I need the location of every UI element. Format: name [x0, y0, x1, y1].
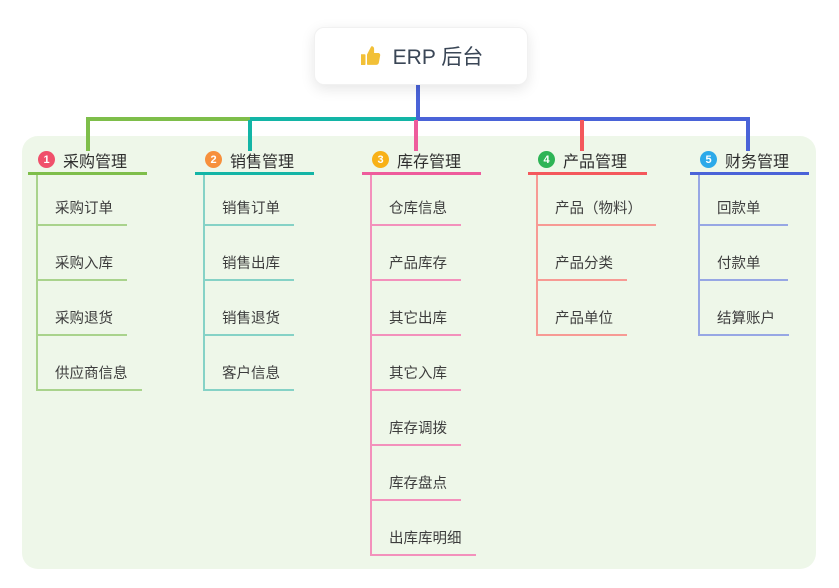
branch-5: 5 财务管理回款单付款单结算账户: [690, 147, 809, 336]
root-stem-line: [416, 82, 420, 121]
branch-item-node[interactable]: 产品分类: [538, 226, 627, 281]
branch-title-label: 销售管理: [230, 153, 295, 171]
branch-title-label: 库存管理: [397, 153, 462, 171]
branch-title-node[interactable]: 3 库存管理: [362, 147, 481, 175]
branch-title-node[interactable]: 4 产品管理: [528, 147, 647, 175]
branch-2: 2 销售管理销售订单销售出库销售退货客户信息: [195, 147, 314, 391]
branch-item-node[interactable]: 采购入库: [38, 226, 127, 281]
branch-title-node[interactable]: 2 销售管理: [195, 147, 314, 175]
branch-4: 4 产品管理产品（物料）产品分类产品单位: [528, 147, 656, 336]
branch-3: 3 库存管理仓库信息产品库存其它出库其它入库库存调拨库存盘点出库库明细: [362, 147, 481, 556]
connector-drop-branch-1: [86, 120, 90, 151]
branch-item-node[interactable]: 产品库存: [372, 226, 461, 281]
branch-item-node[interactable]: 采购订单: [38, 175, 127, 226]
branch-item-node[interactable]: 其它出库: [372, 281, 461, 336]
branch-item-list: 回款单付款单结算账户: [698, 175, 809, 336]
branch-1: 1 采购管理采购订单采购入库采购退货供应商信息: [28, 147, 147, 391]
root-node-label: ERP 后台: [392, 46, 484, 69]
branch-item-node[interactable]: 产品单位: [538, 281, 627, 336]
branch-item-list: 采购订单采购入库采购退货供应商信息: [36, 175, 147, 391]
branch-item-node[interactable]: 库存调拨: [372, 391, 461, 446]
branch-item-node[interactable]: 其它入库: [372, 336, 461, 391]
branch-item-node[interactable]: 库存盘点: [372, 446, 461, 501]
connector-horizontal-segment: [86, 117, 250, 121]
connector-horizontal-segment: [250, 117, 416, 121]
branch-title-node[interactable]: 1 采购管理: [28, 147, 147, 175]
branch-title-label: 产品管理: [563, 153, 628, 171]
branch-title-label: 采购管理: [63, 153, 128, 171]
branches-panel: [22, 136, 816, 569]
branch-number-badge: 4: [538, 151, 555, 168]
branch-item-node[interactable]: 供应商信息: [38, 336, 142, 391]
branch-number-badge: 3: [372, 151, 389, 168]
connector-drop-branch-4: [580, 120, 584, 151]
branch-item-node[interactable]: 客户信息: [205, 336, 294, 391]
branch-item-node[interactable]: 产品（物料）: [538, 175, 656, 226]
branch-number-badge: 5: [700, 151, 717, 168]
branch-item-node[interactable]: 销售出库: [205, 226, 294, 281]
branch-item-list: 销售订单销售出库销售退货客户信息: [203, 175, 314, 391]
branch-item-node[interactable]: 仓库信息: [372, 175, 461, 226]
branch-item-node[interactable]: 出库库明细: [372, 501, 476, 556]
connector-horizontal-segment: [416, 117, 750, 121]
branch-item-node[interactable]: 销售退货: [205, 281, 294, 336]
branch-number-badge: 2: [205, 151, 222, 168]
thumbs-up-icon: [359, 44, 383, 68]
branch-number-badge: 1: [38, 151, 55, 168]
connector-drop-branch-2: [248, 120, 252, 151]
branch-title-label: 财务管理: [725, 153, 790, 171]
branch-item-node[interactable]: 采购退货: [38, 281, 127, 336]
connector-drop-branch-3: [414, 120, 418, 151]
branch-item-node[interactable]: 结算账户: [700, 281, 789, 336]
branch-title-node[interactable]: 5 财务管理: [690, 147, 809, 175]
branch-item-list: 仓库信息产品库存其它出库其它入库库存调拨库存盘点出库库明细: [370, 175, 481, 556]
connector-drop-branch-5: [746, 120, 750, 151]
branch-item-node[interactable]: 回款单: [700, 175, 788, 226]
branch-item-node[interactable]: 付款单: [700, 226, 788, 281]
root-node-erp-backend[interactable]: ERP 后台: [314, 27, 528, 85]
branch-item-list: 产品（物料）产品分类产品单位: [536, 175, 656, 336]
branch-item-node[interactable]: 销售订单: [205, 175, 294, 226]
